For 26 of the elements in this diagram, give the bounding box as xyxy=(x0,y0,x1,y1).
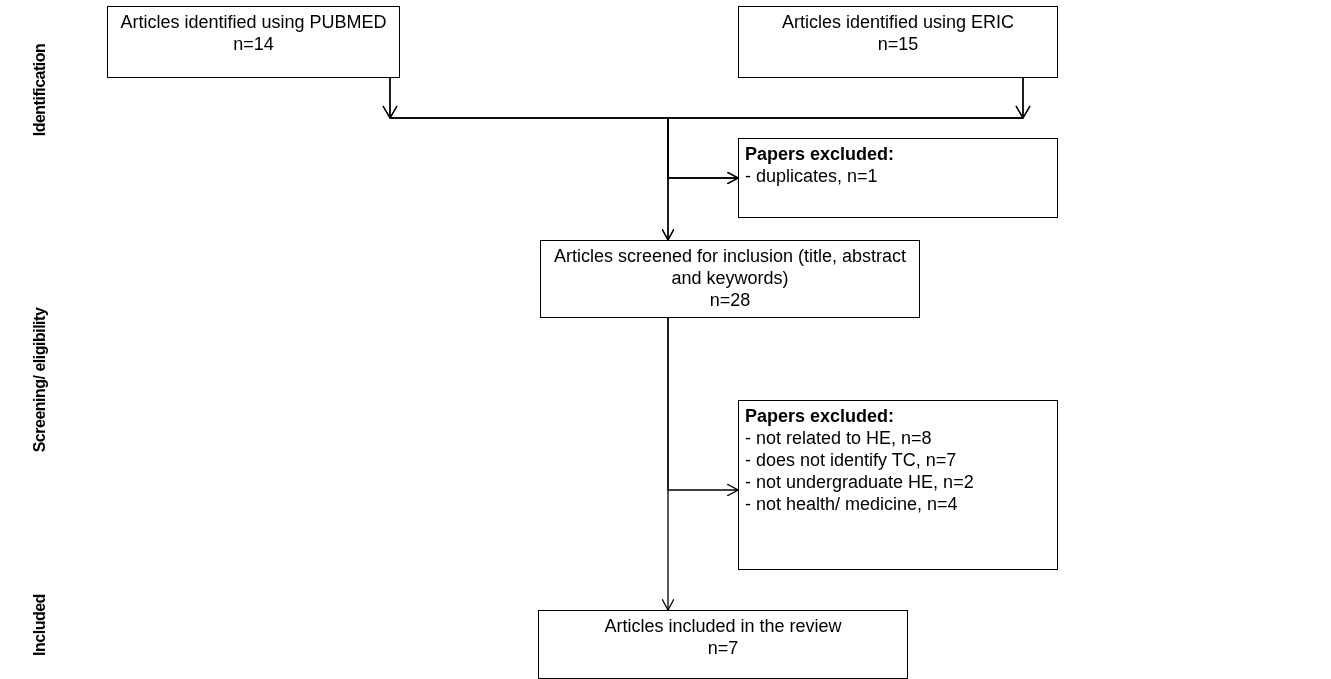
count-text: n=7 xyxy=(706,637,740,659)
stage-label: Identification xyxy=(31,43,49,137)
count-text: n=28 xyxy=(708,289,752,311)
stage-label: Screening/ eligibility xyxy=(31,307,49,453)
list-item: - duplicates, n=1 xyxy=(745,165,879,187)
box-text: Articles screened for inclusion (title, abstract and keywords) xyxy=(552,245,908,289)
list-item: - not health/ medicine, n=4 xyxy=(745,493,959,515)
list-item: - does not identify TC, n=7 xyxy=(745,449,958,471)
stage-label: Included xyxy=(31,594,49,656)
arrow xyxy=(667,317,739,497)
process-box xyxy=(538,610,908,679)
box-text: Articles identified using PUBMED xyxy=(119,11,388,33)
process-box xyxy=(107,6,400,78)
process-box xyxy=(540,240,920,318)
exclusion-box xyxy=(738,400,1058,570)
list-item: - not related to HE, n=8 xyxy=(745,427,933,449)
count-text: n=14 xyxy=(232,33,275,55)
exclusion-box xyxy=(738,138,1058,218)
box-heading: Papers excluded: xyxy=(745,405,896,427)
box-heading: Papers excluded: xyxy=(745,143,896,165)
process-box xyxy=(738,6,1058,78)
box-text: Articles included in the review xyxy=(603,615,843,637)
box-text: Articles identified using ERIC xyxy=(780,11,1016,33)
arrow xyxy=(667,77,1031,185)
count-text: n=15 xyxy=(876,33,920,55)
list-item: - not undergraduate HE, n=2 xyxy=(745,471,975,493)
